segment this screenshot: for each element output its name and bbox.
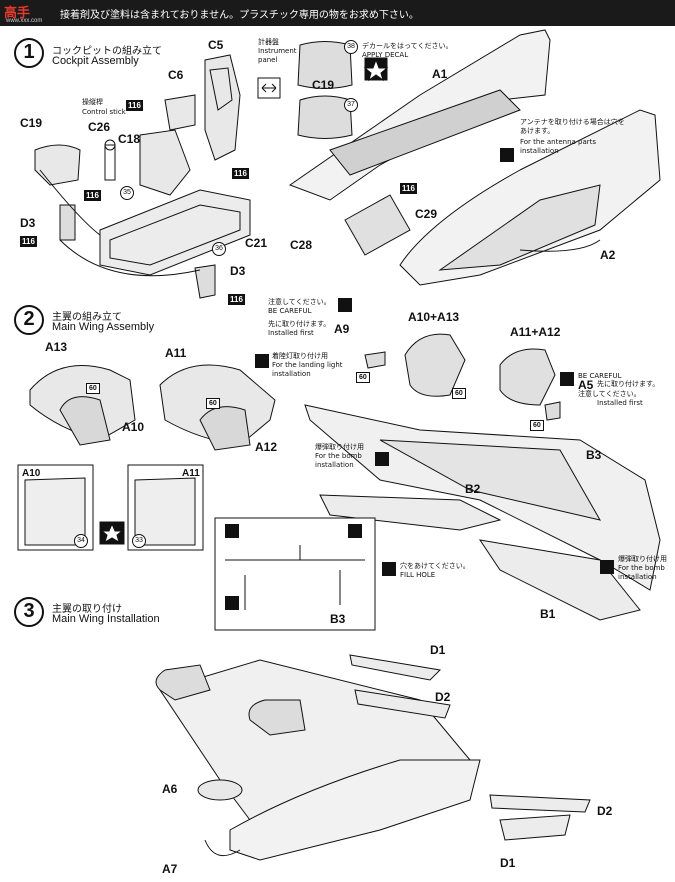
part-label: C26 [88, 120, 111, 134]
part-label: C5 [208, 38, 224, 52]
step-1-number: 1 [14, 38, 44, 68]
drill-icon [225, 524, 239, 538]
decal-number: 33 [132, 534, 146, 548]
site-logo-sub: www.xxx.com [6, 18, 43, 24]
step-3-title-en: Main Wing Installation [52, 613, 160, 625]
notice-text: 接着剤及び塗料は含まれておりません。プラスチック専用の物をお求め下さい。 [60, 10, 419, 21]
step-3-number: 3 [14, 597, 44, 627]
part-label: A2 [600, 248, 616, 262]
part-number-tag: 60 [86, 383, 100, 394]
part-label: A13 [45, 340, 68, 354]
decal-jp: デカールをはってください。 [362, 42, 453, 50]
landing-en: For the landing light installation [272, 361, 343, 378]
a5-first-en: Installed first [597, 399, 643, 407]
part-label: C19 [20, 116, 43, 130]
part-number-tag: 116 [126, 100, 143, 111]
header-banner: 高手 www.xxx.com 接着剤及び塗料は含まれておりません。プラスチック専… [0, 0, 675, 26]
bomb-en: For the bomb installation [315, 452, 362, 469]
step-1-title-jp: コックピットの組み立て [52, 46, 162, 57]
part-label: C28 [290, 238, 313, 252]
instrument-en: Instrument panel [258, 47, 297, 64]
part-label: D1 [500, 856, 516, 870]
part-label: D3 [230, 264, 246, 278]
part-label: C6 [168, 68, 184, 82]
step-2-title-jp: 主翼の組み立て [52, 312, 122, 323]
part-number-tag: 116 [228, 294, 245, 305]
part-label: A1 [432, 67, 448, 81]
antenna-jp: アンテナを取り付ける場合は穴をあけます。 [520, 118, 625, 135]
part-number-tag: 60 [530, 420, 544, 431]
part-number-tag: 116 [400, 183, 417, 194]
careful-en: BE CAREFUL [268, 307, 312, 315]
caution-icon [560, 372, 574, 386]
decal-number: 36 [212, 242, 226, 256]
careful2-en: BE CAREFUL [578, 372, 622, 380]
a5-first-jp: 先に取り付けます。 [597, 380, 660, 388]
part-number-tag: 116 [20, 236, 37, 247]
part-label: A10 [122, 420, 145, 434]
decal-number: 34 [74, 534, 88, 548]
antenna-en: For the antenna parts installation [520, 138, 597, 155]
decal-number: 37 [344, 98, 358, 112]
control-stick-jp: 操縦桿 [82, 98, 103, 106]
bomb-jp: 爆弾取り付け用 [315, 443, 364, 451]
fill-hole-icon [382, 562, 396, 576]
landing-jp: 着陸灯取り付け用 [272, 352, 328, 360]
part-number-tag: 60 [452, 388, 466, 399]
decal-number: 35 [120, 186, 134, 200]
part-label: C19 [312, 78, 335, 92]
careful2-jp: 注意してください。 [578, 390, 641, 398]
part-label: D2 [435, 690, 451, 704]
site-logo: 高手 [4, 6, 31, 21]
part-number-tag: 116 [232, 168, 249, 179]
part-label: D1 [430, 643, 446, 657]
part-label: A12 [255, 440, 278, 454]
drill-icon [225, 596, 239, 610]
drill-icon [375, 452, 389, 466]
part-label: A5 [578, 378, 594, 392]
part-label: D2 [597, 804, 613, 818]
detail-label: A11 [182, 468, 200, 479]
instrument-jp: 計器盤 [258, 38, 279, 46]
hole-en: FILL HOLE [400, 571, 436, 579]
step-3-title-jp: 主翼の取り付け [52, 604, 122, 615]
part-label: A9 [334, 322, 350, 336]
part-label: B3 [586, 448, 602, 462]
part-number-tag: 60 [206, 398, 220, 409]
control-stick-en: Control stick [82, 108, 126, 116]
part-number-tag: 116 [84, 190, 101, 201]
part-label: B1 [540, 607, 556, 621]
step-1-title-en: Cockpit Assembly [52, 55, 139, 67]
drill-icon [500, 148, 514, 162]
drill-icon [600, 560, 614, 574]
part-label: A7 [162, 862, 178, 876]
careful-jp: 注意してください。 [268, 298, 331, 306]
caution-icon [338, 298, 352, 312]
part-label: C18 [118, 132, 141, 146]
part-label: A10+A13 [408, 310, 460, 324]
bomb2-jp: 爆弾取り付け用 [618, 555, 667, 563]
part-label: A11 [165, 346, 187, 360]
decal-en: APPLY DECAL [362, 51, 409, 59]
part-label: C29 [415, 207, 438, 221]
first-en: Installed first [268, 329, 314, 337]
drill-icon [255, 354, 269, 368]
bomb2-en: For the bomb installation [618, 564, 665, 581]
step-2-title-en: Main Wing Assembly [52, 321, 155, 333]
drill-icon [348, 524, 362, 538]
part-label: B2 [465, 482, 481, 496]
part-label: A11+A12 [510, 325, 561, 339]
detail-label: A10 [22, 468, 41, 479]
step-2-number: 2 [14, 305, 44, 335]
part-label: A6 [162, 782, 178, 796]
hole-jp: 穴をあけてください。 [400, 562, 470, 570]
first-jp: 先に取り付けます。 [268, 320, 331, 328]
part-label: D3 [20, 216, 36, 230]
part-number-tag: 60 [356, 372, 370, 383]
part-label: C21 [245, 236, 268, 250]
decal-number: 38 [344, 40, 358, 54]
part-label: B3 [330, 612, 346, 626]
